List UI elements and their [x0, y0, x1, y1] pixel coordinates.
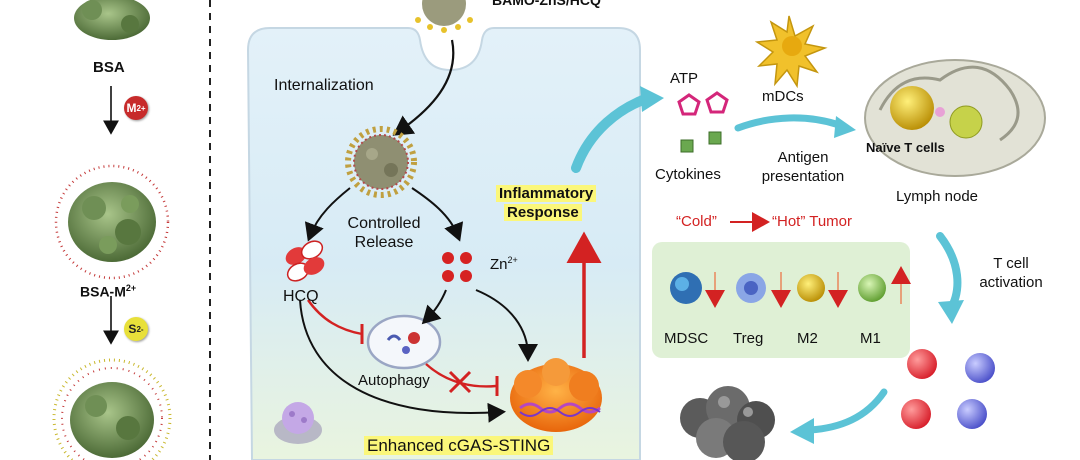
autophagy-label: Autophagy: [358, 372, 430, 389]
mdc-dendritic-cell: [754, 15, 828, 89]
tumor-cluster: [680, 386, 775, 460]
arrow-to-hcq: [304, 187, 351, 242]
cgas-sting-protein: [510, 358, 602, 432]
antigen-line1: Antigen: [777, 149, 829, 166]
bsa-ms-particle: [52, 358, 172, 460]
autophagosome: [366, 314, 442, 370]
cgas-sting-text: Enhanced cGAS-STING: [364, 436, 554, 455]
exosome-vesicle: [274, 402, 322, 444]
atp-pentagons: [677, 91, 729, 116]
antigen-presentation-label: Antigen presentation: [748, 148, 858, 186]
hot-tumor-label: “Hot” Tumor: [772, 213, 853, 230]
bsa-label: BSA: [93, 59, 125, 76]
cgas-sting-label: Enhanced cGAS-STING: [364, 436, 554, 456]
activated-t-cells: [901, 349, 995, 429]
arrow-hcq-to-sting: [299, 299, 506, 423]
bsa-m-charge: 2+: [125, 283, 137, 293]
cytokine-cubes: [680, 131, 722, 153]
arrow-antigen-presentation: [734, 114, 846, 132]
bsa-protein-top: [74, 0, 150, 40]
inflammatory-response-label: Inflammatory Response: [496, 184, 597, 222]
nanoparticle-label: BAMO-ZnS/HCQ: [492, 0, 601, 8]
bsa-m-label: BSA-M2+: [80, 283, 136, 300]
cold-label: “Cold”: [676, 213, 717, 230]
naive-t-cells-label: Naïve T cells: [866, 140, 945, 155]
arrow-to-tumor-head: [790, 418, 814, 444]
arrow-to-zn: [411, 187, 464, 242]
sulfide-symbol: S: [128, 322, 137, 336]
arrow-antigen-head: [834, 116, 856, 138]
t-cell-activation-label: T cell activation: [966, 254, 1056, 292]
lymph-node-label: Lymph node: [896, 188, 979, 205]
t-cell-line1: T cell: [993, 255, 1029, 272]
arrow-to-tumor: [806, 388, 888, 434]
mdsc-label: MDSC: [664, 330, 709, 347]
arrow-cell-to-immune: [571, 93, 653, 173]
bsa-m-text: BSA-M: [80, 283, 126, 300]
treg-label: Treg: [733, 330, 764, 347]
arrow-zn-to-autophagy: [421, 289, 447, 325]
zn-ion-label: Zn2+: [490, 255, 518, 273]
atp-label: ATP: [670, 70, 699, 87]
cross-mark: [448, 370, 472, 394]
controlled-release-label: Controlled Release: [336, 214, 432, 252]
zn-ion-dots: [442, 252, 472, 282]
lymph-node: [864, 59, 1046, 177]
mdsc-cell-icon: [670, 272, 702, 304]
arrow-zn-to-sting: [475, 289, 538, 362]
inflammatory-line1: Inflammatory: [496, 185, 597, 202]
cell-membrane: [246, 27, 641, 460]
zn-charge: 2+: [507, 255, 518, 265]
metal-ion-charge: 2+: [136, 103, 146, 113]
internalization-label: Internalization: [274, 77, 374, 94]
hcq-molecules: [285, 240, 325, 282]
nanoparticle-internalized: [345, 126, 417, 198]
m2-cell-icon: [797, 274, 825, 302]
m2-label: M2: [797, 330, 818, 347]
hcq-label: HCQ: [283, 288, 319, 305]
arrow-t-cell-activation: [936, 232, 962, 314]
antigen-line2: presentation: [761, 168, 845, 185]
mdcs-label: mDCs: [762, 88, 804, 105]
t-cell-line2: activation: [979, 274, 1043, 291]
nanoparticle-top: [415, 0, 473, 33]
controlled-release-line2: Release: [354, 234, 414, 251]
metal-ion-symbol: M: [126, 101, 137, 115]
treg-cell-icon: [736, 273, 766, 303]
controlled-release-line1: Controlled: [347, 215, 421, 232]
cytokines-label: Cytokines: [655, 166, 721, 183]
bsa-m-particle: [54, 164, 170, 280]
sulfide-charge: 2-: [136, 324, 144, 334]
arrow-internalization: [392, 39, 455, 136]
arrow-cell-to-immune-head: [640, 86, 664, 112]
m1-label: M1: [860, 330, 881, 347]
inflammatory-line2: Response: [504, 204, 582, 221]
zn-symbol: Zn: [490, 256, 508, 273]
m1-cell-icon: [858, 274, 886, 302]
hcq-inhibits-autophagy: [307, 299, 363, 336]
arrow-t-cell-head: [938, 300, 964, 324]
